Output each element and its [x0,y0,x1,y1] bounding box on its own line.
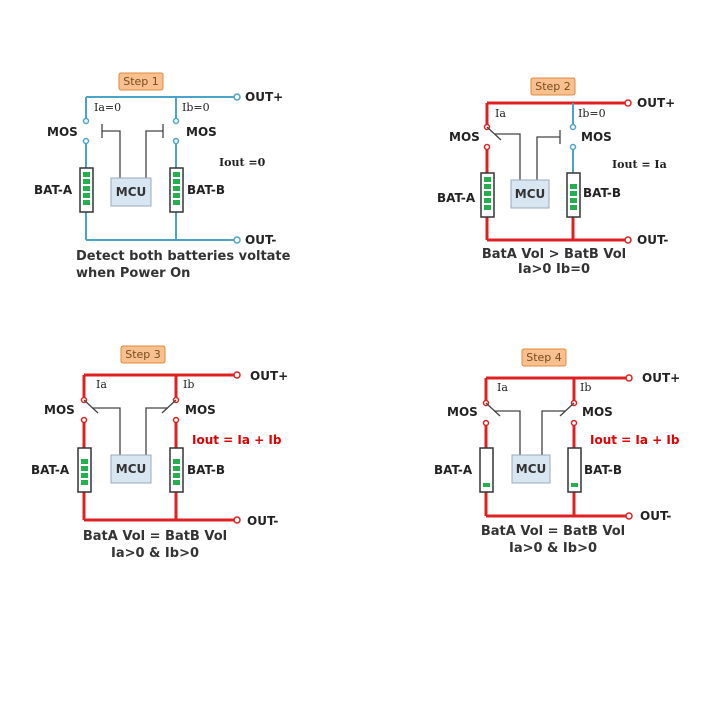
out-minus-label: OUT- [245,233,276,247]
out-minus-label: OUT- [637,233,668,247]
mos-right-label: MOS [185,403,216,417]
ib-label: Ib=0 [578,107,606,120]
battery-a [79,167,94,213]
out-plus-label: OUT+ [637,96,675,110]
battery-b [169,167,184,213]
panel-step-2: Step 2 MCU [437,77,675,277]
caption-line-2: when Power On [76,266,190,281]
iout-label: Iout = Ia + Ib [192,433,282,447]
step-tag [120,345,166,364]
battery-a [479,447,494,493]
battery-b [567,447,582,493]
panel-step-4: Step 4 MCU [434,348,680,556]
battery-a [77,447,92,493]
out-plus-label: OUT+ [642,371,680,385]
mos-left-label: MOS [47,125,78,139]
battery-a [480,172,495,218]
panel-step-3: Step 3 MCU [31,345,288,561]
iout-label: Iout =0 [219,156,266,169]
out-plus-label: OUT+ [250,369,288,383]
bat-a-label: BAT-A [437,191,476,205]
ia-label: Ia [96,378,107,391]
bat-a-label: BAT-A [31,463,70,477]
out-minus-label: OUT- [247,514,278,528]
caption-line-1: Detect both batteries voltate [76,249,291,264]
mos-right-label: MOS [186,125,217,139]
bat-a-label: BAT-A [434,463,473,477]
mcu-label: MCU [116,462,147,476]
iout-label: Iout = Ia + Ib [590,433,680,447]
panel-step-1: Step 1 MCU [34,72,291,281]
step-label: Step 1 [123,75,159,88]
caption-line-1: BatA Vol = BatB Vol [83,529,227,544]
mos-right-label: MOS [582,405,613,419]
caption-line-1: BatA Vol = BatB Vol [481,524,625,539]
ib-label: Ib [580,381,591,394]
step-label: Step 3 [125,348,161,361]
step-label: Step 4 [526,351,562,364]
mos-left-label: MOS [449,130,480,144]
mcu-label: MCU [516,462,547,476]
ia-label: Ia=0 [94,101,121,114]
mcu-label: MCU [515,187,546,201]
step-tag [530,77,576,96]
caption-line-2: Ia>0 & Ib>0 [509,541,597,556]
battery-b [566,172,581,218]
mos-right-label: MOS [581,130,612,144]
mcu-chip [110,454,152,484]
step-tag [521,348,567,367]
out-plus-label: OUT+ [245,90,283,104]
battery-b [169,447,184,493]
mcu-chip [511,454,551,484]
bat-b-label: BAT-B [187,183,225,197]
ia-label: Ia [497,381,508,394]
mos-left-label: MOS [447,405,478,419]
bat-b-label: BAT-B [583,186,621,200]
caption-line-1: BatA Vol > BatB Vol [482,247,626,262]
step-tag [118,72,164,91]
mcu-chip [110,177,152,207]
bat-b-label: BAT-B [584,463,622,477]
bat-a-label: BAT-A [34,183,73,197]
iout-label: Iout = Ia [612,158,667,171]
caption-line-2: Ia>0 Ib=0 [518,262,590,277]
step-label: Step 2 [535,80,571,93]
bat-b-label: BAT-B [187,463,225,477]
out-minus-label: OUT- [640,509,671,523]
caption-line-2: Ia>0 & Ib>0 [111,546,199,561]
ib-label: Ib [183,378,194,391]
mcu-chip [510,179,550,209]
mcu-label: MCU [116,185,147,199]
mos-left-label: MOS [44,403,75,417]
ia-label: Ia [495,107,506,120]
ib-label: Ib=0 [182,101,210,114]
